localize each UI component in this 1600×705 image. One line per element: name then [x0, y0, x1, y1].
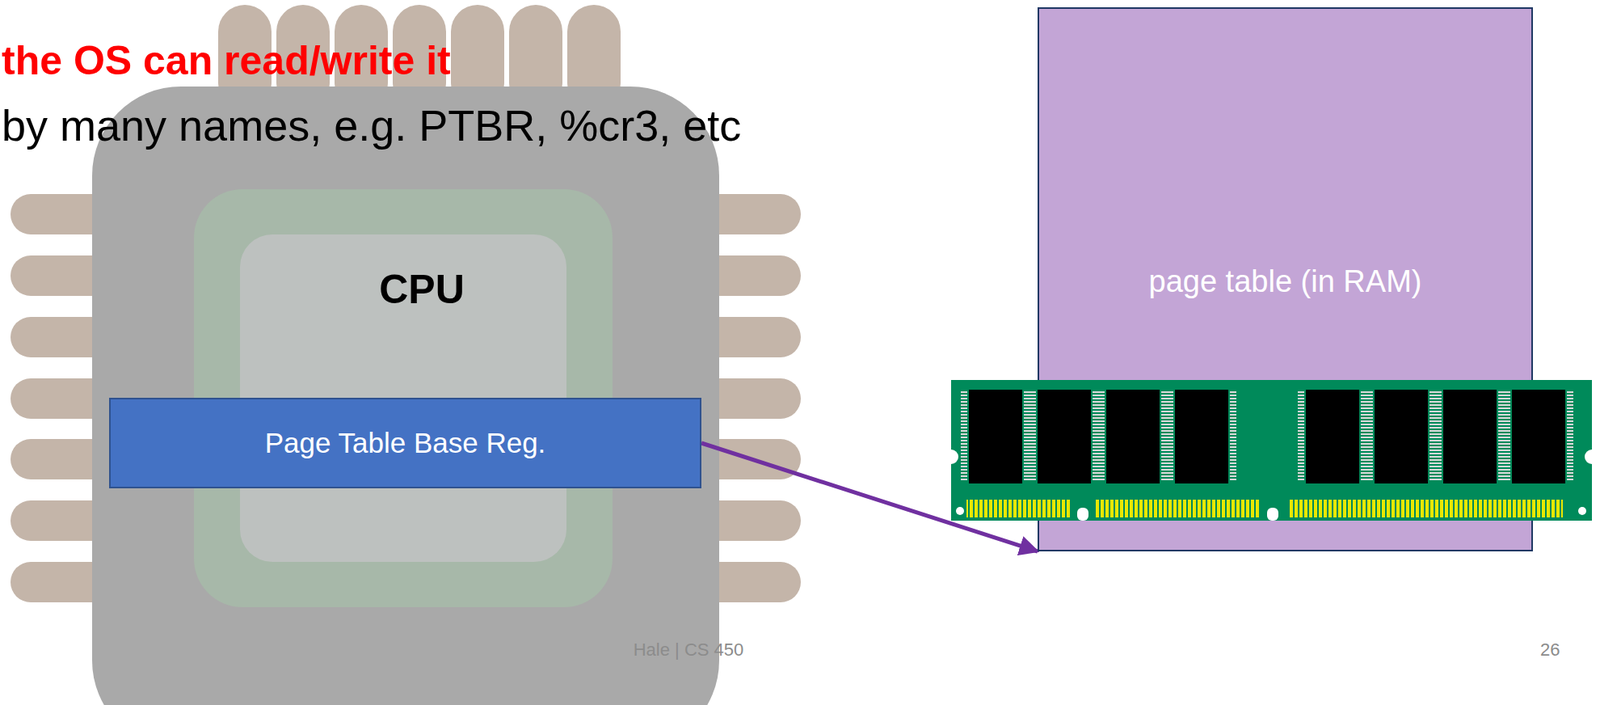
memory-chip: [1374, 389, 1428, 484]
node-label: page table (in RAM): [1039, 264, 1532, 299]
memory-chip: [1166, 391, 1174, 482]
memory-chip: [1443, 389, 1497, 484]
memory-region: page table (in RAM): [1037, 7, 1533, 552]
slide-number: 26: [1540, 639, 1560, 661]
slide-bullet: by many names, e.g. PTBR, %cr3, etc: [1, 100, 742, 151]
chip-body: [92, 86, 720, 705]
memory-chip: [1161, 391, 1168, 482]
memory-chip: [1511, 389, 1566, 484]
memory-chip: [1498, 391, 1505, 482]
memory-chip: [1174, 389, 1229, 484]
memory-chip: [1098, 391, 1105, 482]
memory-chip: [1435, 391, 1442, 482]
cpu-chip-node: CPU Page Table Base Reg.: [92, 86, 752, 705]
pointer-arrow: [701, 442, 1038, 552]
slide-footer: Hale | CS 450: [633, 639, 745, 661]
memory-chip: [1360, 391, 1368, 482]
memory-chip: [1106, 389, 1160, 484]
memory-chip: [1092, 391, 1099, 482]
memory-chip: [968, 389, 1023, 484]
memory-chip: [1297, 391, 1305, 482]
memory-chip: [1566, 391, 1574, 482]
node-label: Page Table Base Reg.: [265, 426, 547, 459]
memory-chip: [1029, 391, 1036, 482]
memory-chip: [1429, 391, 1436, 482]
memory-chip: [1023, 391, 1031, 482]
register-box: Page Table Base Reg.: [109, 397, 702, 489]
slide-bullet: the OS can read/write it: [1, 37, 451, 85]
memory-chip: [1366, 391, 1373, 482]
memory-chip: [1503, 391, 1511, 482]
memory-chip: [1037, 389, 1091, 484]
memory-chip: [1305, 389, 1360, 484]
memory-chip: [1229, 391, 1237, 482]
node-label: CPU: [92, 265, 752, 313]
memory-chip: [960, 391, 968, 482]
